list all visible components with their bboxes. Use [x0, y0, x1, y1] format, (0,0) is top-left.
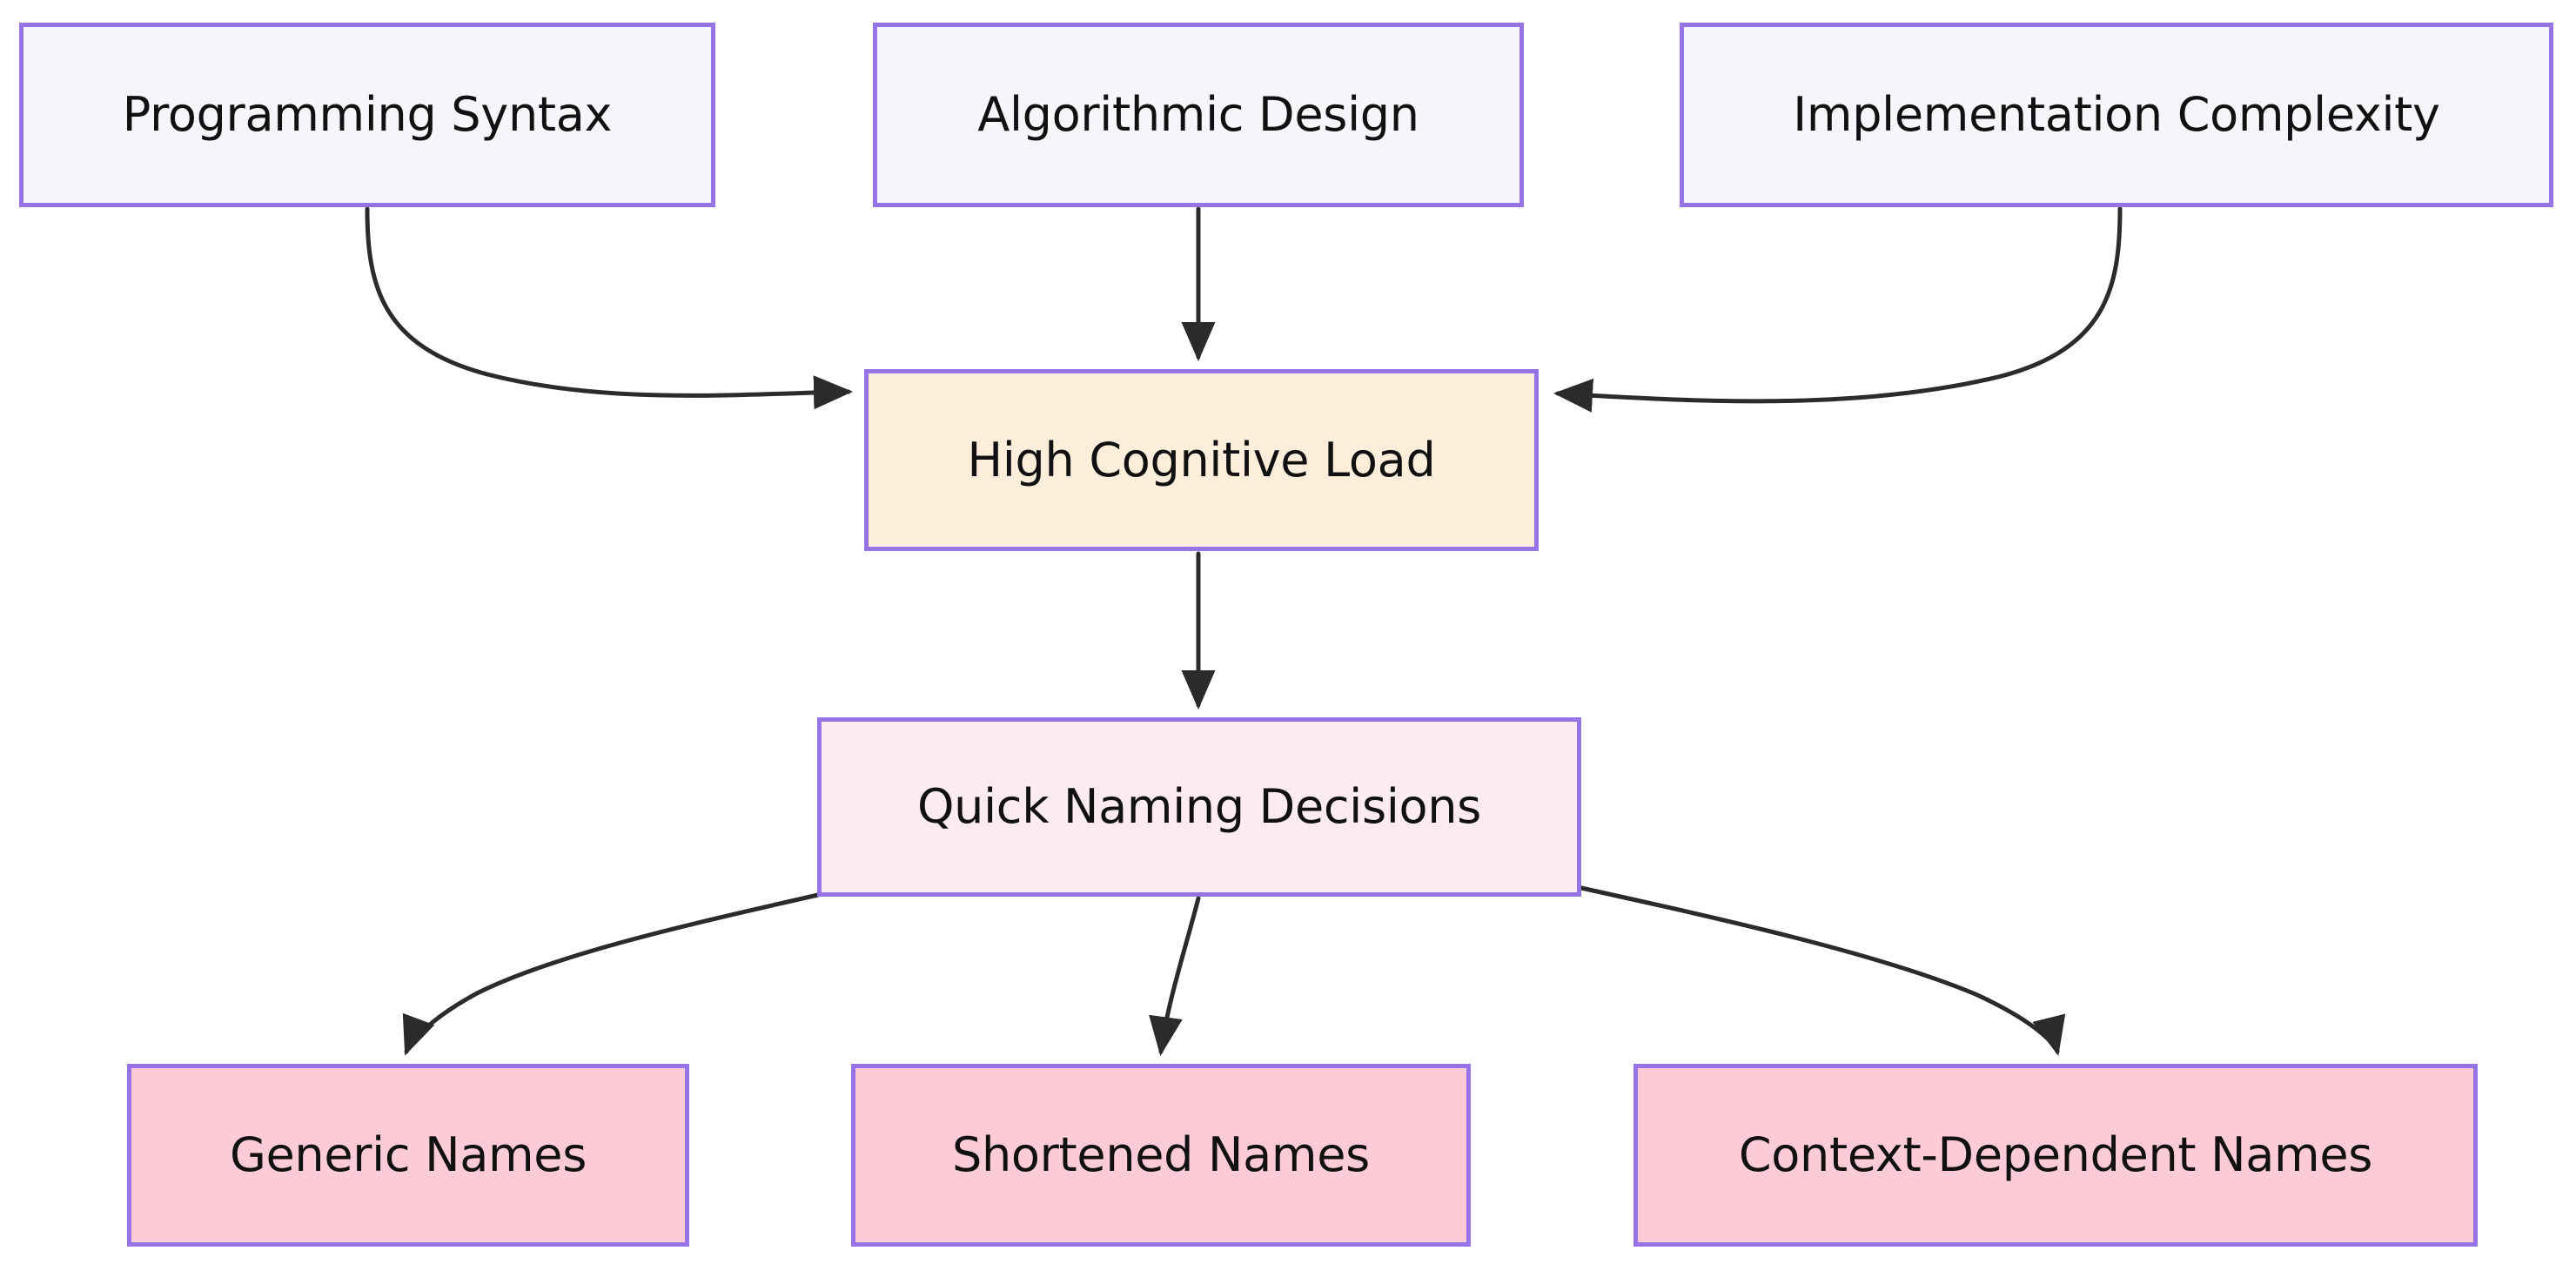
edge-quick-naming-decisions-to-generic-names: [402, 892, 821, 1056]
node-high-cognitive-load[interactable]: High Cognitive Load: [864, 369, 1539, 551]
node-label: Implementation Complexity: [1793, 87, 2440, 143]
node-label: Context-Dependent Names: [1738, 1127, 2373, 1183]
edge-implementation-complexity-to-high-cognitive-load: [1553, 206, 2123, 413]
edge-quick-naming-decisions-to-context-dependent-names: [1579, 885, 2066, 1056]
node-label: High Cognitive Load: [967, 432, 1436, 488]
node-shortened-names[interactable]: Shortened Names: [851, 1064, 1471, 1247]
node-context-dependent-names[interactable]: Context-Dependent Names: [1633, 1064, 2478, 1247]
node-quick-naming-decisions[interactable]: Quick Naming Decisions: [817, 717, 1581, 897]
node-label: Programming Syntax: [122, 87, 613, 143]
edge-quick-naming-decisions-to-shortened-names: [1149, 896, 1201, 1056]
node-programming-syntax[interactable]: Programming Syntax: [19, 23, 715, 207]
node-algorithmic-design[interactable]: Algorithmic Design: [873, 23, 1524, 207]
node-implementation-complexity[interactable]: Implementation Complexity: [1680, 23, 2553, 207]
node-label: Quick Naming Decisions: [916, 779, 1482, 835]
node-label: Generic Names: [229, 1127, 587, 1183]
node-label: Algorithmic Design: [977, 87, 1419, 143]
node-generic-names[interactable]: Generic Names: [127, 1064, 689, 1247]
edge-programming-syntax-to-high-cognitive-load: [365, 206, 853, 410]
node-label: Shortened Names: [952, 1127, 1370, 1183]
